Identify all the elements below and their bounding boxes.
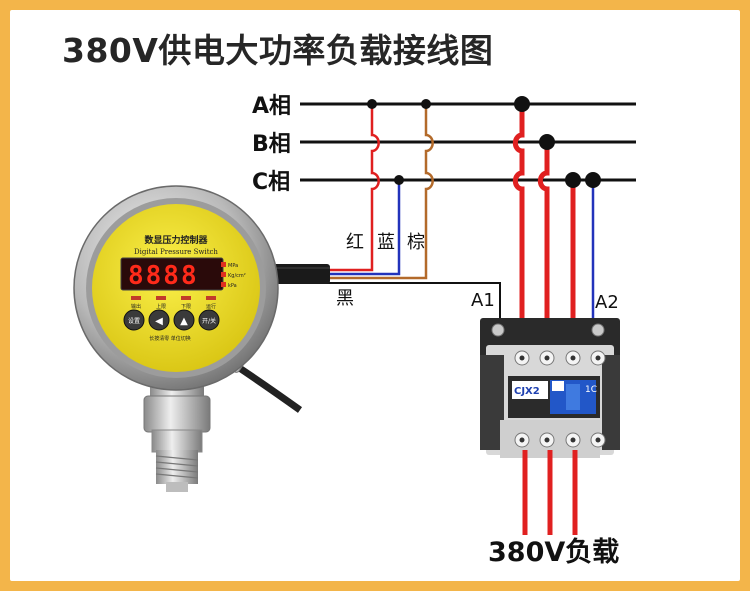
up-arrow-icon: ▲: [180, 316, 188, 327]
controller-bottom-text: 长按清零 单位切换: [149, 335, 191, 342]
set-button[interactable]: 设置: [123, 309, 145, 331]
phase-c-label: C相: [252, 170, 290, 195]
led-label-output: 输出: [131, 303, 141, 310]
brown-wire: [300, 104, 434, 280]
phase-a-label: A相: [252, 94, 291, 119]
led-label-upper: 上限: [156, 303, 166, 310]
contactor-aux-label: 1C: [585, 385, 597, 395]
pressure-controller: 数显压力控制器 Digital Pressure Switch 8888 MPa…: [73, 185, 303, 492]
label-black: 黑: [336, 288, 354, 309]
junction-supply-a: [514, 96, 530, 112]
black-wire: [300, 282, 501, 322]
junction-supply-c: [565, 172, 581, 188]
page-title: 380V供电大功率负载接线图: [62, 31, 494, 70]
led-label-run: 运行: [206, 303, 216, 310]
controller-name-cn: 数显压力控制器: [144, 234, 208, 246]
contactor: CJX2 1C: [480, 318, 620, 458]
controller-name-en: Digital Pressure Switch: [134, 248, 218, 256]
set-button-label: 设置: [128, 317, 140, 325]
controller-cable: [262, 264, 330, 284]
led-label-lower: 下限: [181, 303, 191, 310]
blue-wire: [300, 180, 401, 276]
terminal-a2-label: A2: [595, 292, 619, 313]
phase-b-label: B相: [252, 132, 291, 157]
controller-side-cable: [233, 362, 303, 413]
label-blue: 蓝: [377, 232, 395, 253]
label-brown: 棕: [407, 232, 425, 253]
power-button[interactable]: 开/关: [198, 309, 220, 331]
power-button-label: 开/关: [202, 317, 216, 325]
unit-mpa: MPa: [228, 263, 238, 269]
up-button[interactable]: ▲: [173, 309, 195, 331]
left-button[interactable]: ◀: [148, 309, 170, 331]
load-label: 380V负载: [488, 537, 620, 568]
junction-supply-b: [539, 134, 555, 150]
junction-a2-c: [585, 172, 601, 188]
red-wire: [300, 104, 380, 272]
supply-wire-b: [537, 142, 550, 340]
unit-kgcm2: Kg/cm²: [228, 273, 246, 279]
terminal-a1-label: A1: [471, 290, 495, 311]
label-red: 红: [346, 232, 364, 253]
junction-brown-a: [421, 99, 431, 109]
led-display-digits: 8888: [128, 261, 199, 291]
contactor-model: CJX2: [514, 386, 540, 397]
unit-kpa: kPa: [228, 283, 237, 289]
junction-red-a: [367, 99, 377, 109]
junction-blue-c: [394, 175, 404, 185]
supply-wire-a: [512, 104, 525, 340]
left-arrow-icon: ◀: [155, 316, 163, 327]
